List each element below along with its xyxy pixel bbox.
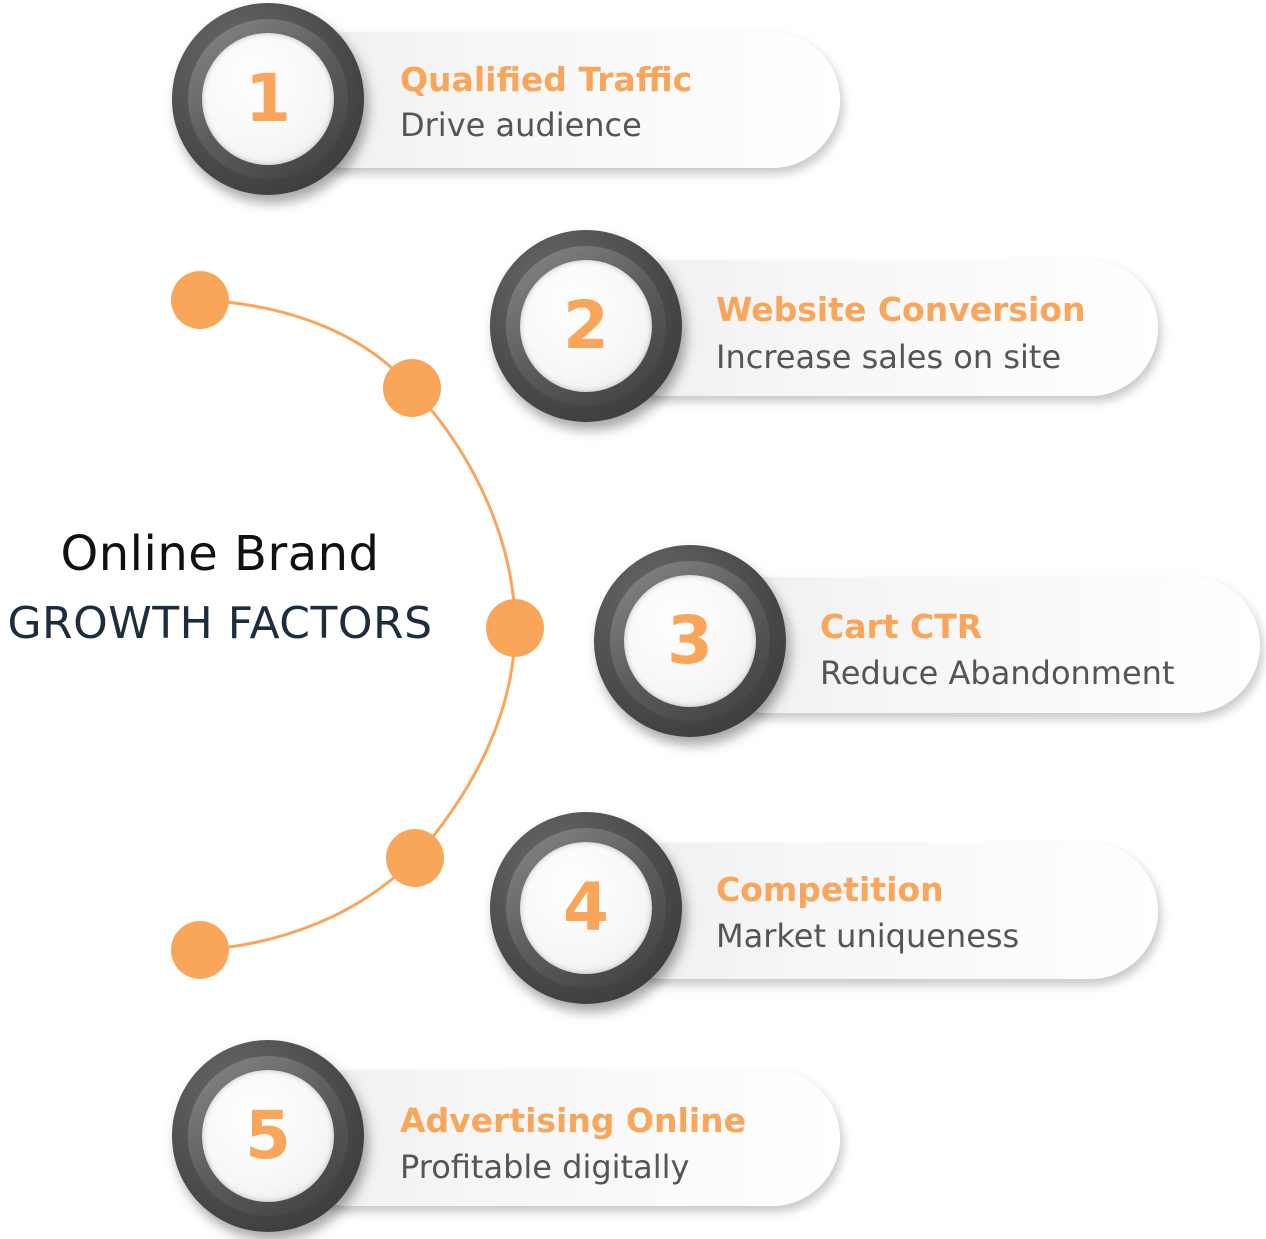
factor-title: Advertising Online xyxy=(400,1101,747,1140)
factor-number: 1 xyxy=(245,60,291,137)
arc-dot-5 xyxy=(171,921,229,979)
factor-pill xyxy=(280,32,840,168)
factor-title: Competition xyxy=(716,870,944,909)
diagram-subtitle: GROWTH FACTORS xyxy=(7,598,433,649)
factor-title: Cart CTR xyxy=(820,607,983,646)
factor-subtitle: Increase sales on site xyxy=(716,338,1062,376)
factor-subtitle: Reduce Abandonment xyxy=(820,654,1175,692)
arc-dot-4 xyxy=(386,829,444,887)
factor-pill xyxy=(598,843,1158,979)
arc-dot-1 xyxy=(171,271,229,329)
factor-number: 3 xyxy=(667,602,713,679)
factor-subtitle: Drive audience xyxy=(400,106,642,144)
diagram-title: Online Brand xyxy=(60,526,380,582)
factor-number: 5 xyxy=(245,1097,291,1174)
number-badge: 5 xyxy=(172,1040,364,1232)
factor-title: Qualified Traffic xyxy=(400,60,693,99)
factor-subtitle: Market uniqueness xyxy=(716,917,1020,955)
factor-number: 2 xyxy=(563,287,609,364)
arc-dot-2 xyxy=(383,359,441,417)
factor-pill xyxy=(598,260,1158,396)
number-badge: 4 xyxy=(490,812,682,1004)
factor-number: 4 xyxy=(563,869,609,946)
number-badge: 3 xyxy=(594,545,786,737)
factor-pill xyxy=(700,577,1260,713)
number-badge: 1 xyxy=(172,3,364,195)
factor-title: Website Conversion xyxy=(716,290,1086,329)
factor-subtitle: Profitable digitally xyxy=(400,1148,690,1186)
factor-pill xyxy=(280,1070,840,1206)
number-badge: 2 xyxy=(490,230,682,422)
arc-dot-3 xyxy=(486,599,544,657)
